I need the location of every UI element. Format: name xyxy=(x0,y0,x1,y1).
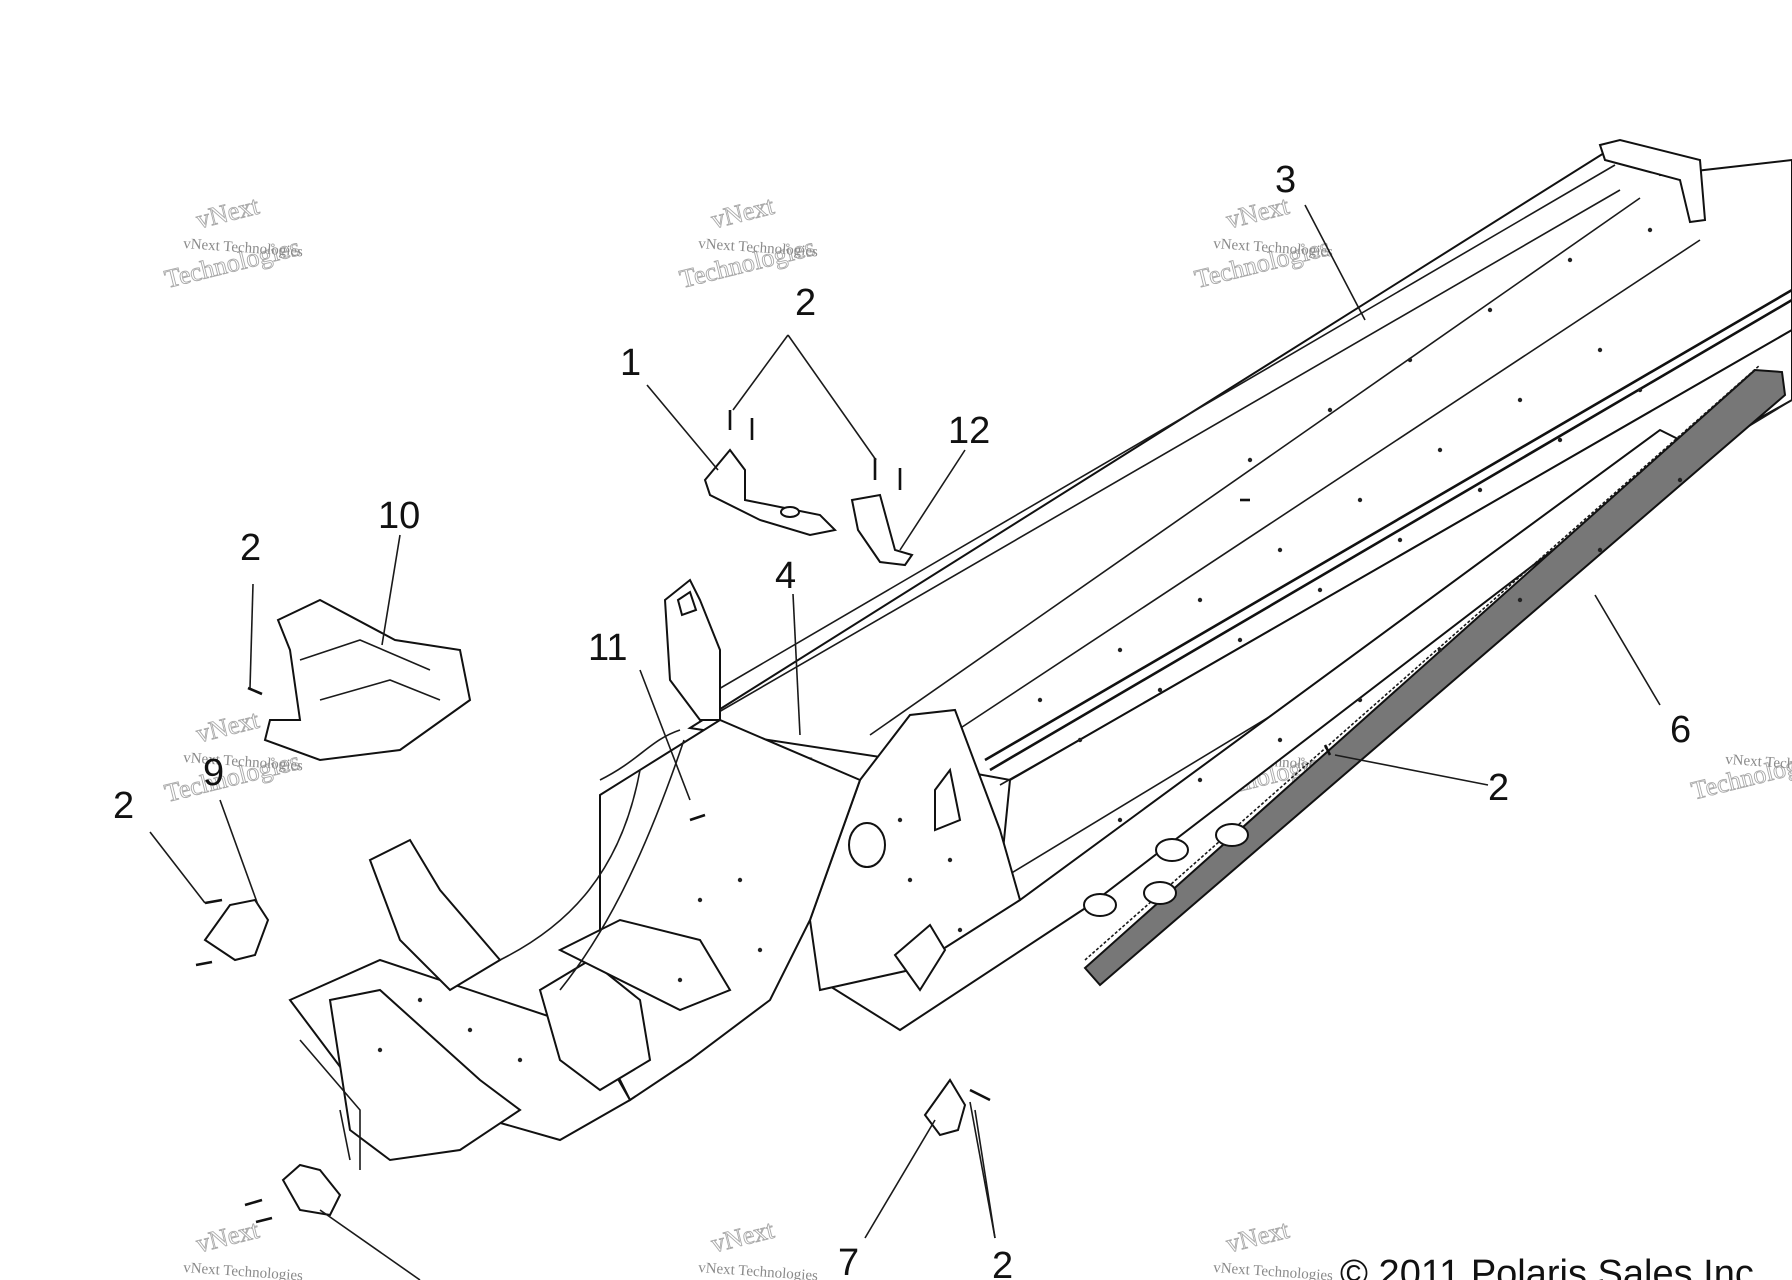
callout-2: 2 xyxy=(113,785,134,827)
watermark: vNext vNext Technologies xyxy=(698,1214,819,1280)
part-8-clip xyxy=(281,1163,342,1217)
watermark: Technologies vNext Technologies xyxy=(1688,743,1792,805)
tunnel-rail xyxy=(984,288,1792,762)
callout-3: 3 xyxy=(1275,159,1296,201)
watermark: Technologies vNext vNext Technologies xyxy=(676,190,818,294)
part-9-clip xyxy=(203,898,270,962)
engine-mount-plate xyxy=(557,918,732,1012)
frame-tube xyxy=(299,1039,361,1170)
watermark-text: vNext Technologies xyxy=(183,1260,304,1280)
callout-9: 9 xyxy=(203,752,224,794)
tunnel-rail xyxy=(704,189,1621,721)
tunnel-rail xyxy=(699,164,1616,701)
upper-shock-tower xyxy=(663,578,721,721)
callout-12: 12 xyxy=(948,410,990,452)
leader-lines xyxy=(149,204,1661,1280)
bulkhead-hole xyxy=(848,822,886,868)
callouts: 1 2 2 2 2 2 3 4 6 7 9 10 11 12 xyxy=(113,159,1691,1280)
part-12-plate xyxy=(850,493,914,567)
watermark-text: vNext Technologies xyxy=(698,1260,819,1280)
callout-2: 2 xyxy=(992,1245,1013,1280)
frame-tube xyxy=(339,1109,351,1161)
part-10-bracket xyxy=(263,598,472,762)
rivet-pattern xyxy=(377,227,1683,1063)
watermark-text: vNext Technologies xyxy=(1213,1260,1334,1280)
part-1-bracket xyxy=(703,448,838,537)
frame-hole xyxy=(1155,838,1189,862)
copyright-notice: © 2011 Polaris Sales Inc. xyxy=(1340,1253,1764,1280)
running-board xyxy=(1083,368,1787,987)
frame-tube xyxy=(559,739,685,991)
callout-10: 10 xyxy=(378,495,420,537)
watermark-text: vNext xyxy=(708,191,777,235)
bulkhead-cutout xyxy=(893,923,947,992)
watermark-text: vNext xyxy=(193,1215,262,1259)
watermark: Technologies vNext vNext Technologies xyxy=(161,190,303,294)
callout-4: 4 xyxy=(775,555,796,597)
watermark-text: vNext xyxy=(1223,1215,1292,1259)
tower-cutout xyxy=(676,590,698,617)
frame-hole xyxy=(1143,881,1177,905)
frame-tube xyxy=(599,729,681,781)
watermark-text: vNext xyxy=(193,191,262,235)
fasteners xyxy=(195,410,1332,1224)
chassis-frame xyxy=(288,138,1792,1170)
watermark-text: vNext xyxy=(708,1215,777,1259)
callout-11: 11 xyxy=(588,627,627,669)
tunnel-rail xyxy=(869,197,1641,736)
watermark: Technologies vNext vNext Technologies xyxy=(1191,190,1333,294)
callout-2: 2 xyxy=(240,527,261,569)
watermark-text: vNext xyxy=(193,705,262,749)
watermark: vNext vNext Technologies xyxy=(1213,1214,1334,1280)
frame-hole xyxy=(1083,893,1117,917)
frame-tube xyxy=(499,769,641,961)
frame-hole xyxy=(1215,823,1249,847)
tunnel-rail xyxy=(949,239,1701,736)
tunnel-rail xyxy=(989,298,1792,772)
watermark: vNext vNext Technologies xyxy=(183,1214,304,1280)
callout-2: 2 xyxy=(1488,767,1509,809)
callout-6: 6 xyxy=(1670,709,1691,751)
callout-1: 1 xyxy=(620,342,641,384)
bulkhead-slot xyxy=(934,767,962,832)
front-suspension-mount xyxy=(328,988,522,1162)
callout-7: 7 xyxy=(838,1242,859,1280)
callout-2: 2 xyxy=(795,282,816,324)
rear-bumper xyxy=(1598,138,1707,224)
